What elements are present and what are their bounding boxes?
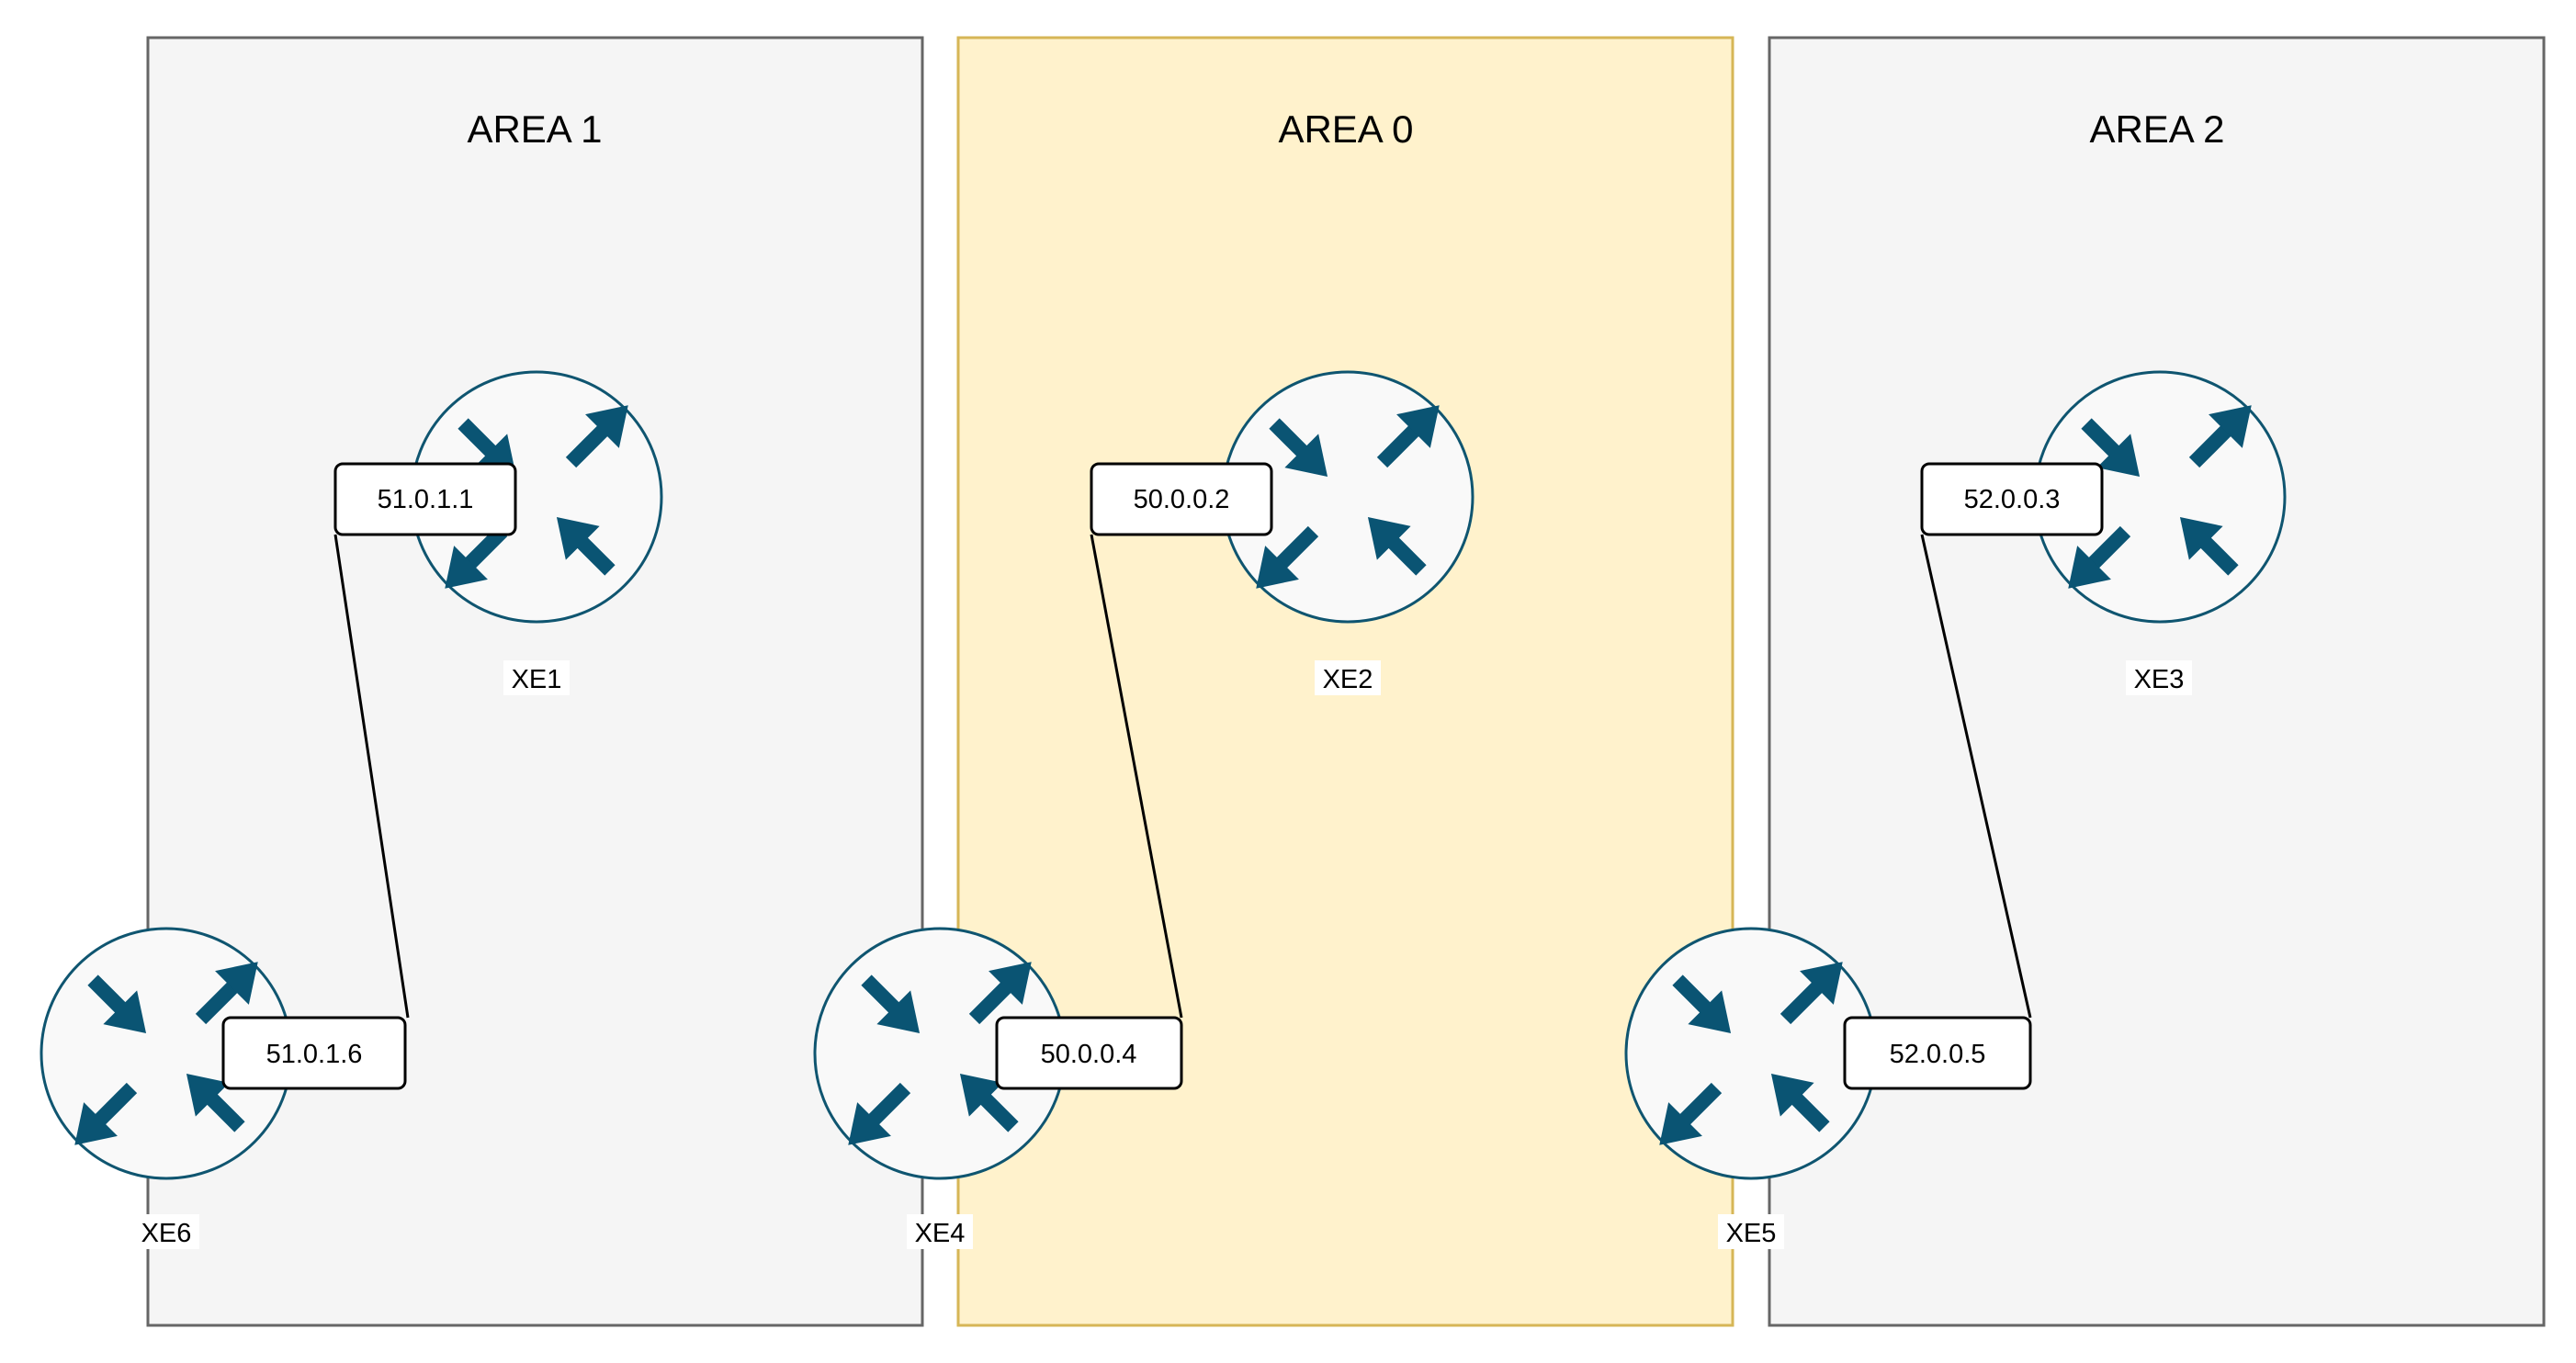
ip-label-xe5-text: 52.0.0.5	[1890, 1040, 1986, 1069]
router-label-xe3: XE3	[2134, 665, 2185, 694]
link-xe1-xe6	[333, 534, 410, 1019]
ip-label-xe1: 51.0.1.1	[333, 462, 517, 536]
router-xe5[interactable]	[1624, 927, 1878, 1180]
ip-label-xe4-text: 50.0.0.4	[1041, 1040, 1137, 1069]
ip-label-xe1-text: 51.0.1.1	[378, 485, 474, 514]
ip-label-xe4: 50.0.0.4	[995, 1016, 1183, 1090]
router-label-xe1: XE1	[512, 665, 562, 694]
ip-label-xe5: 52.0.0.5	[1843, 1016, 2032, 1090]
area-1-title: AREA 1	[467, 107, 602, 151]
ip-label-xe3-text: 52.0.0.3	[1964, 485, 2061, 514]
area-0-title: AREA 0	[1278, 107, 1413, 151]
router-label-xe5: XE5	[1726, 1219, 1777, 1248]
router-icon	[1624, 927, 1878, 1180]
link-xe2-xe4	[1090, 534, 1183, 1019]
ip-label-xe2-text: 50.0.0.2	[1134, 485, 1230, 514]
router-label-xe6: XE6	[141, 1219, 192, 1248]
ip-label-xe2: 50.0.0.2	[1090, 462, 1273, 536]
ip-label-xe3: 52.0.0.3	[1920, 462, 2104, 536]
link-xe3-xe5	[1920, 534, 2032, 1019]
router-label-xe4: XE4	[915, 1219, 966, 1248]
ip-label-xe6: 51.0.1.6	[221, 1016, 407, 1090]
ip-label-xe6-text: 51.0.1.6	[266, 1040, 363, 1069]
router-label-xe2: XE2	[1323, 665, 1373, 694]
area-2-title: AREA 2	[2089, 107, 2224, 151]
